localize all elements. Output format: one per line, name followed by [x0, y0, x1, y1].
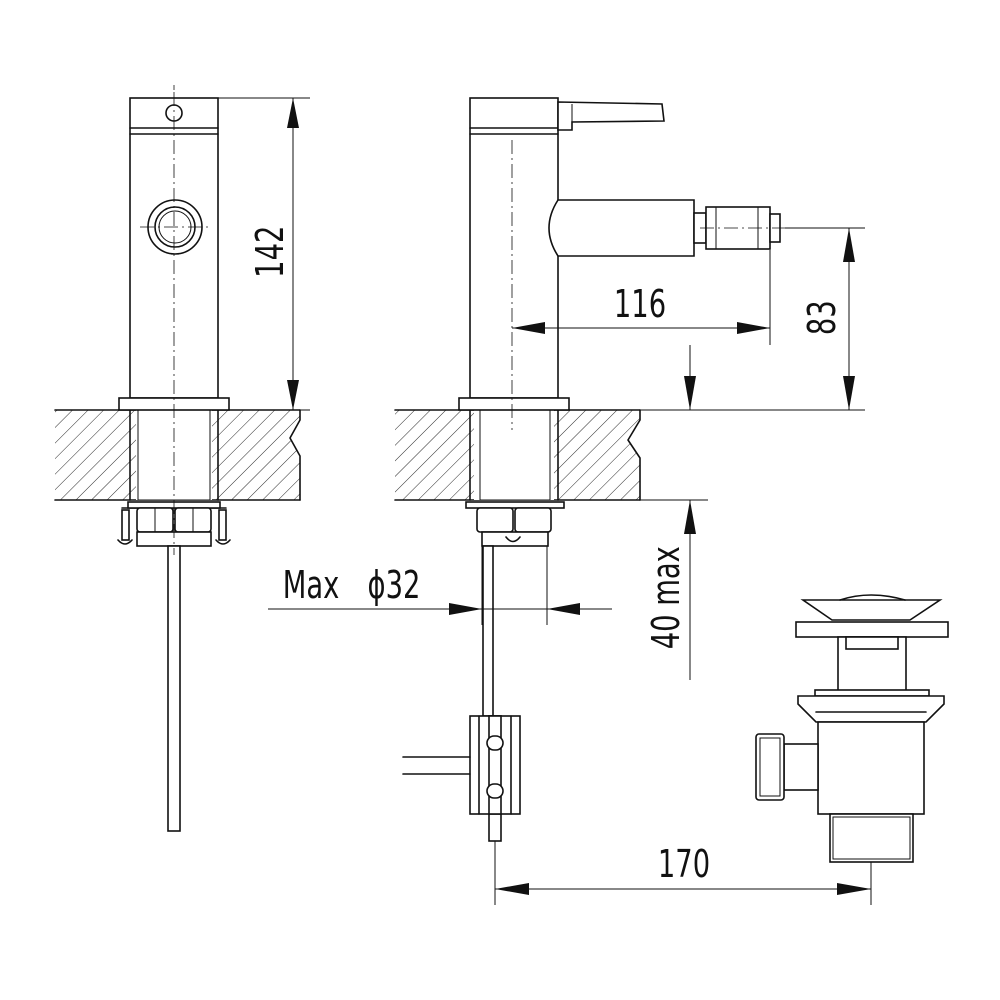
dim-label-diameter: ϕ32	[368, 562, 421, 607]
dim-deck-thickness: 40 max	[640, 345, 708, 680]
dim-label-40max: 40 max	[644, 546, 689, 649]
dim-drain-distance: 170	[494, 841, 872, 905]
dim-label-142: 142	[248, 226, 293, 278]
waste-side-nut	[755, 733, 785, 801]
dim-label-170: 170	[658, 841, 710, 886]
side-view	[394, 97, 792, 842]
dim-hole-diameter: Max ϕ32	[268, 546, 612, 625]
dim-height-total: 142	[218, 97, 310, 411]
dim-label-max: Max	[283, 562, 340, 607]
front-view	[54, 85, 301, 832]
lever-handle	[557, 101, 665, 131]
dim-label-116: 116	[614, 281, 666, 326]
supply-hose-front	[167, 545, 181, 832]
pop-up-waste	[755, 594, 949, 863]
dim-label-83: 83	[800, 300, 845, 335]
spout-arm	[548, 199, 695, 257]
waste-body	[817, 721, 925, 815]
dim-spout-height: 83	[570, 227, 865, 411]
waste-threaded-tail	[829, 813, 914, 863]
dim-spout-reach: 116	[512, 250, 771, 345]
waste-cap	[800, 599, 943, 621]
mixer-body-side	[469, 97, 559, 399]
